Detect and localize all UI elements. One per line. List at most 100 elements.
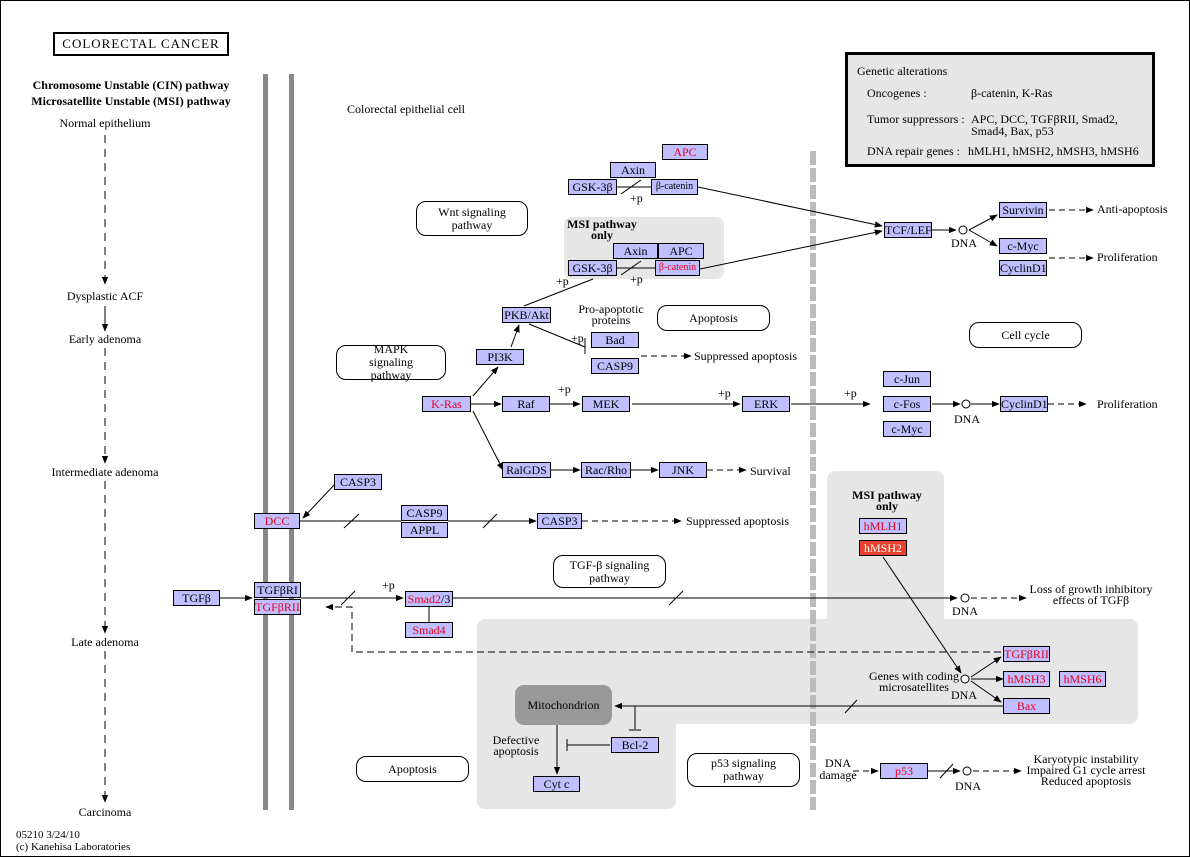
loss-line1: Loss of growth inhibitory: [1029, 582, 1153, 596]
stage-carcinoma: Carcinoma: [78, 805, 132, 819]
gene-hmsh6[interactable]: hMSH6: [1059, 671, 1106, 687]
gene-jnk[interactable]: JNK: [659, 462, 707, 478]
gene-smad2-3[interactable]: Smad2/3: [405, 591, 453, 607]
stage-early-adenoma: Early adenoma: [68, 332, 142, 346]
gene-apc-top[interactable]: APC: [662, 144, 708, 160]
karyo-line3: Reduced apoptosis: [1040, 774, 1132, 788]
gene-apc-2[interactable]: APC: [658, 243, 704, 259]
loss-line2: effects of TGFβ: [1052, 593, 1130, 607]
apoptosis-pathway-link-2[interactable]: Apoptosis: [356, 756, 469, 782]
gene-casp9-b[interactable]: CASP9: [401, 505, 448, 521]
gene-pi3k[interactable]: PI3K: [476, 349, 524, 365]
gene-gsk3b-1[interactable]: GSK-3β: [568, 179, 617, 195]
gene-tcf-lef[interactable]: TCF/LEF: [884, 222, 932, 238]
gene-cytc[interactable]: Cyt c: [533, 776, 580, 792]
gene-cmyc-1[interactable]: c-Myc: [999, 238, 1047, 254]
msi-pathway-label: Microsatellite Unstable (MSI) pathway: [31, 94, 231, 108]
wnt-pathway-link[interactable]: Wnt signaling pathway: [416, 201, 528, 236]
gene-cyclind1-2[interactable]: CyclinD1: [1000, 396, 1048, 412]
stage-normal-epithelium: Normal epithelium: [59, 116, 151, 130]
gene-casp3-a[interactable]: CASP3: [334, 474, 382, 490]
gene-smad2: Smad2: [407, 592, 441, 606]
tgfb-pathway-link[interactable]: TGF-β signaling pathway: [553, 555, 666, 588]
dna-damage-line1: DNA: [825, 756, 851, 770]
karyotypic-instability-label: Karyotypic instability Impaired G1 cycle…: [1023, 753, 1149, 788]
gene-gsk3b-2[interactable]: GSK-3β: [568, 260, 617, 276]
gene-dcc[interactable]: DCC: [254, 513, 300, 529]
legend-repair-value: hMLH1, hMSH2, hMSH3, hMSH6: [968, 144, 1139, 158]
defective-line2: apoptosis: [493, 744, 539, 758]
gene-mek[interactable]: MEK: [582, 396, 630, 412]
gene-cfos[interactable]: c-Fos: [883, 396, 931, 412]
gene-tgfb[interactable]: TGFβ: [173, 590, 220, 606]
gene-bcatenin-1[interactable]: β-catenin: [651, 179, 698, 195]
gene-cjun[interactable]: c-Jun: [883, 371, 931, 387]
gene-erk[interactable]: ERK: [742, 396, 790, 412]
gene-hmsh2[interactable]: hMSH2: [859, 540, 907, 556]
gene-hmlh1[interactable]: hMLH1: [859, 518, 907, 534]
gene-casp9-a[interactable]: CASP9: [591, 358, 639, 374]
msi-only-line1-right: MSI pathway: [852, 488, 922, 502]
phospho-label-6: +p: [718, 386, 731, 400]
proliferation-label-1: Proliferation: [1097, 250, 1158, 264]
karyo-line2: Impaired G1 cycle arrest: [1026, 763, 1146, 777]
legend-ts-value-1: APC, DCC, TGFβRII, Smad2,: [971, 112, 1118, 126]
genes-coding-microsatellites-label: Genes with coding microsatellites: [859, 669, 969, 693]
defective-apoptosis-label: Defective apoptosis: [485, 734, 547, 758]
phospho-label-4: +p: [571, 331, 584, 345]
gene-hmsh3[interactable]: hMSH3: [1003, 671, 1050, 687]
gene-rac-rho[interactable]: Rac/Rho: [581, 462, 631, 478]
gene-ralgds[interactable]: RalGDS: [502, 462, 551, 478]
apoptosis-pathway-link[interactable]: Apoptosis: [657, 305, 770, 331]
dna-label-1: DNA: [951, 236, 977, 250]
gene-bad[interactable]: Bad: [591, 332, 639, 348]
legend-ts-label: Tumor suppressors :: [867, 112, 965, 126]
gene-survivin[interactable]: Survivin: [999, 202, 1047, 218]
gene-cyclind1-1[interactable]: CyclinD1: [999, 260, 1047, 276]
dna-damage-line2: damage: [819, 768, 857, 782]
gene-tgfbr2-b[interactable]: TGFβRII: [1003, 646, 1050, 662]
mitochondrion[interactable]: Mitochondrion: [515, 685, 612, 725]
gene-tgfbr1[interactable]: TGFβRI: [254, 582, 301, 598]
gene-smad4[interactable]: Smad4: [405, 622, 453, 638]
gene-pkb-akt[interactable]: PKB/Akt: [502, 307, 551, 323]
gene-axin-1[interactable]: Axin: [610, 162, 656, 178]
genetic-alterations-legend: Genetic alterations Oncogenes : β-cateni…: [845, 52, 1155, 167]
footer-id: 05210 3/24/10: [16, 829, 80, 841]
gene-tgfbr2[interactable]: TGFβRII: [254, 599, 301, 615]
gene-kras[interactable]: K-Ras: [422, 396, 471, 412]
gene-axin-2[interactable]: Axin: [613, 243, 658, 259]
cin-pathway-label: Chromosome Unstable (CIN) pathway: [32, 78, 230, 92]
survival-label: Survival: [750, 464, 791, 478]
phospho-label-7: +p: [844, 386, 857, 400]
legend-oncogenes-label: Oncogenes :: [867, 86, 927, 100]
gene-raf[interactable]: Raf: [502, 396, 550, 412]
legend-heading: Genetic alterations: [857, 64, 948, 78]
gene-bax[interactable]: Bax: [1003, 698, 1050, 714]
suppressed-apoptosis-label-2: Suppressed apoptosis: [686, 514, 789, 528]
gene-casp3-b[interactable]: CASP3: [537, 513, 582, 529]
nuclear-wall: [810, 151, 816, 810]
genes-coding-line1: Genes with coding: [869, 669, 959, 683]
p53-pathway-link[interactable]: p53 signaling pathway: [687, 753, 800, 787]
phospho-label-2: +p: [630, 272, 643, 286]
gene-smad3: /3: [441, 592, 451, 606]
mapk-pathway-link[interactable]: MAPK signaling pathway: [336, 343, 446, 382]
membrane-wall-outer: [263, 74, 268, 810]
gene-appl[interactable]: APPL: [401, 522, 448, 538]
msi-only-line2: only: [590, 228, 613, 242]
gene-cmyc-2[interactable]: c-Myc: [883, 421, 931, 437]
gene-bcl2[interactable]: Bcl-2: [611, 737, 659, 753]
pro-apoptotic-line1: Pro-apoptotic: [578, 302, 644, 316]
msi-only-line2-right: only: [875, 499, 898, 513]
pro-apoptotic-label: Pro-apoptotic proteins: [573, 302, 649, 327]
gene-p53[interactable]: p53: [880, 763, 928, 779]
phospho-label-3: +p: [556, 274, 569, 288]
anti-apoptosis-label: Anti-apoptosis: [1097, 202, 1168, 216]
pro-apoptotic-line2: proteins: [591, 313, 631, 327]
dna-label-2: DNA: [954, 412, 980, 426]
gene-bcatenin-2[interactable]: β-catenin: [655, 260, 700, 276]
cell-cycle-pathway-link[interactable]: Cell cycle: [969, 322, 1082, 348]
msi-only-label-right: MSI pathway only: [844, 488, 930, 513]
